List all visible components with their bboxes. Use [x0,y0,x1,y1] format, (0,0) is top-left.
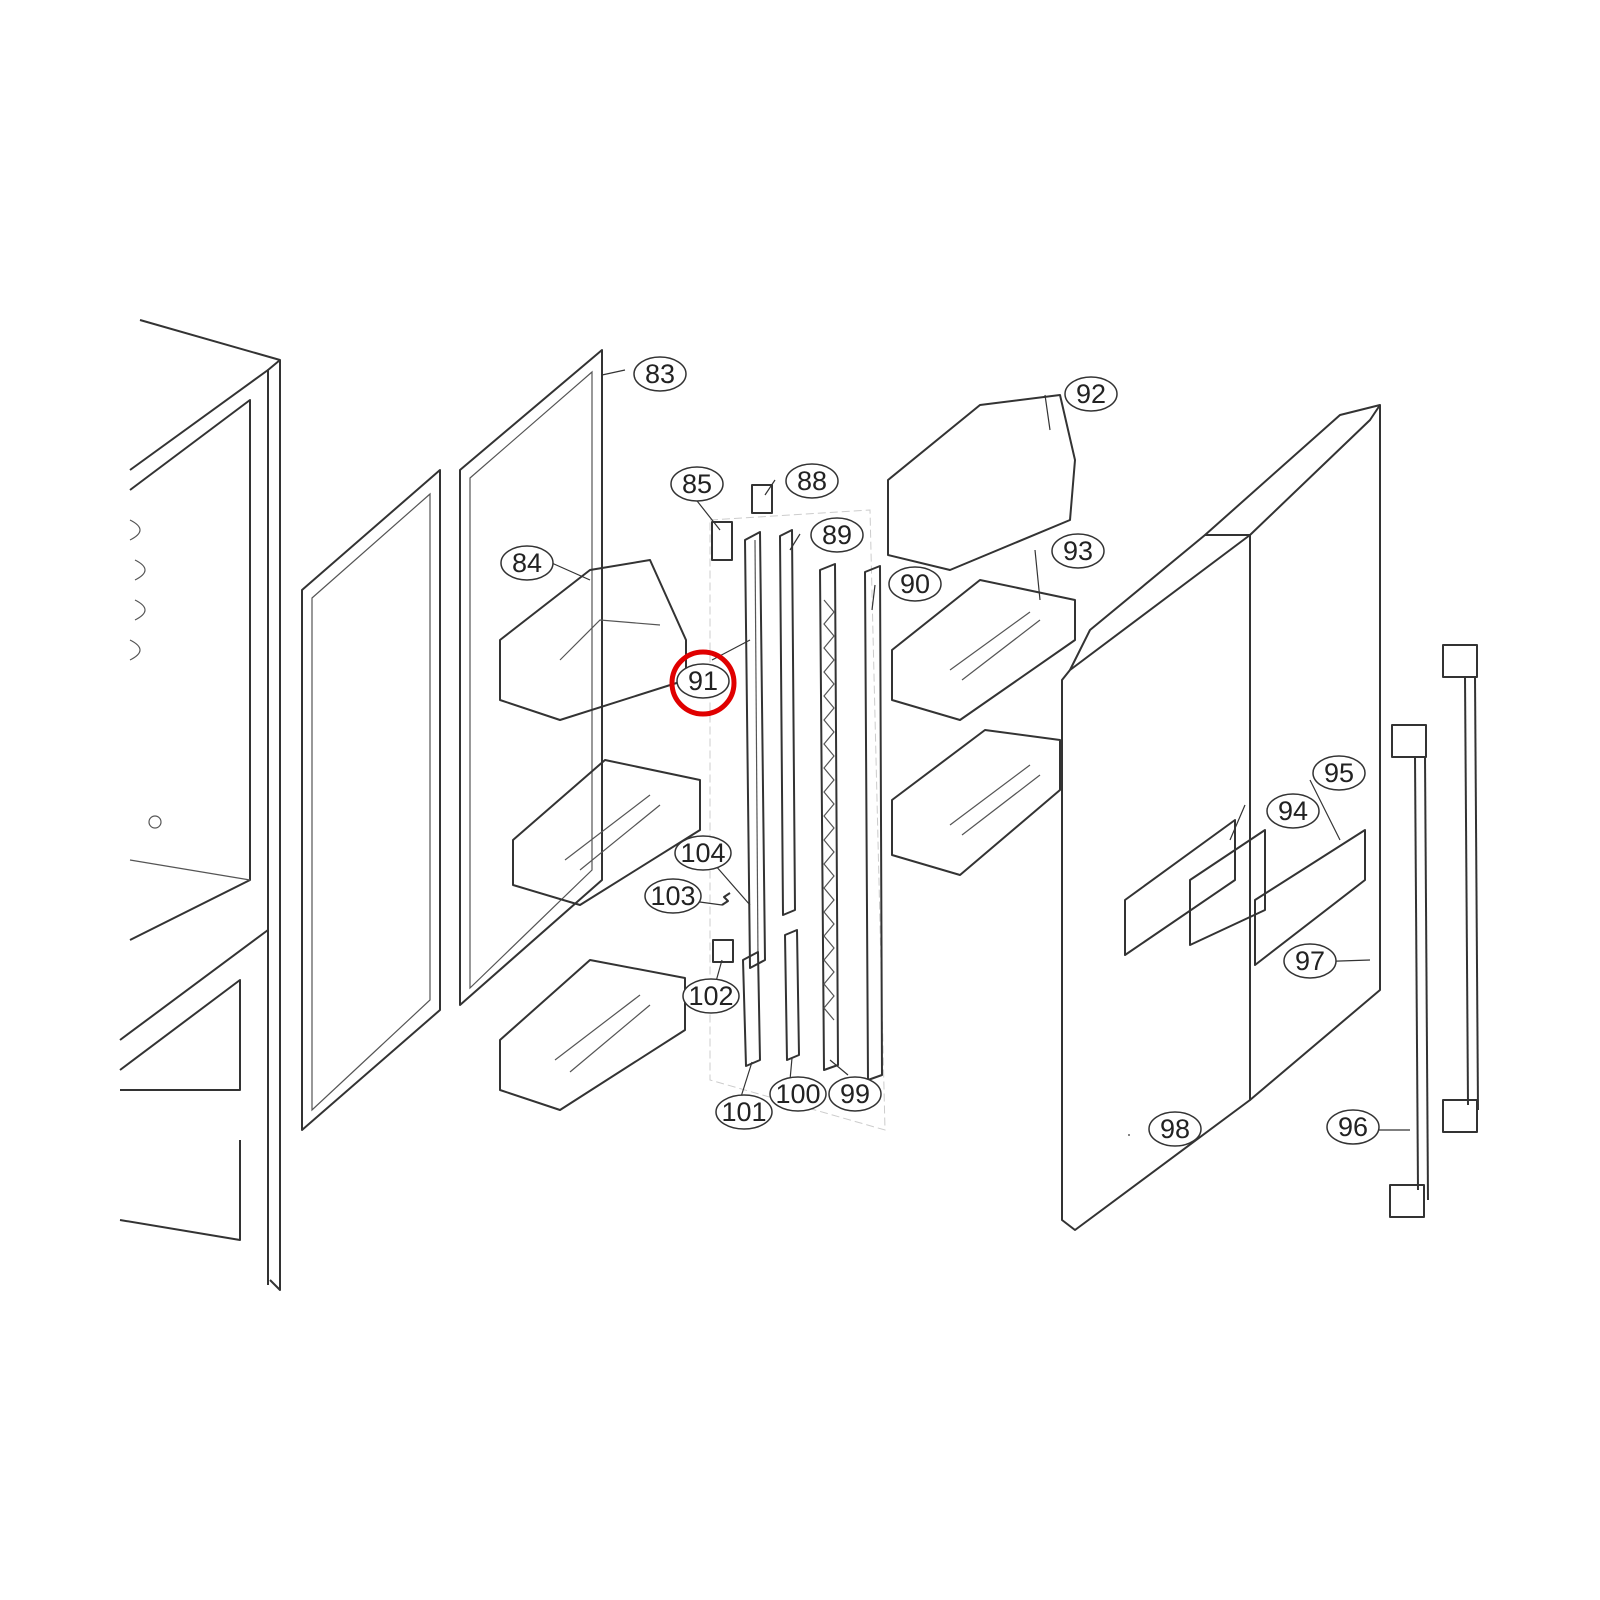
recess-frame [1124,819,1236,956]
heater-99 [819,563,839,1071]
callout-100[interactable]: 100 [769,1076,827,1112]
cap-88 [751,484,773,514]
callout-104[interactable]: 104 [674,835,732,871]
svg-text:100: 100 [775,1079,820,1109]
door-bin-93 [891,579,1076,721]
svg-text:99: 99 [840,1079,870,1109]
svg-text:93: 93 [1063,536,1093,566]
dispenser-94 [1189,829,1266,946]
door-gasket-83 [459,349,603,1006]
svg-text:94: 94 [1278,796,1308,826]
svg-text:89: 89 [822,520,852,550]
svg-text:97: 97 [1295,946,1325,976]
svg-text:103: 103 [650,881,695,911]
strip-90 [864,565,883,1081]
leader-lines [544,369,1410,1136]
lower-cover-100 [784,929,800,1061]
svg-text:96: 96 [1338,1112,1368,1142]
callout-90[interactable]: 90 [888,566,942,602]
door-bin-middle-left [512,759,701,906]
callout-102[interactable]: 102 [682,978,740,1014]
mullion-cover-89 [779,529,796,916]
svg-text:83: 83 [645,359,675,389]
svg-text:98: 98 [1160,1114,1190,1144]
door-bin-84 [499,559,687,721]
door-bin-lower-left [499,959,686,1111]
svg-text:91: 91 [688,666,718,696]
callout-92[interactable]: 92 [1064,376,1118,412]
callout-89[interactable]: 89 [810,517,864,553]
callout-83[interactable]: 83 [633,356,687,392]
callout-96[interactable]: 96 [1326,1109,1380,1145]
callout-94[interactable]: 94 [1266,793,1320,829]
svg-text:95: 95 [1324,758,1354,788]
mullion-housing-91 [744,531,766,969]
svg-text:90: 90 [900,569,930,599]
hinge-bracket-85 [711,521,733,561]
lower-housing-101 [742,951,761,1067]
door-bin-92 [887,394,1076,571]
callout-99[interactable]: 99 [828,1076,882,1112]
svg-text:104: 104 [680,838,725,868]
door-97 [1204,404,1381,1101]
handle-96 [1389,644,1479,1218]
svg-text:101: 101 [721,1097,766,1127]
svg-text:92: 92 [1076,379,1106,409]
callout-103[interactable]: 103 [644,878,702,914]
svg-text:88: 88 [797,466,827,496]
bracket-102 [712,939,734,963]
callout-91[interactable]: 91 [676,663,730,699]
callout-101[interactable]: 101 [715,1094,773,1130]
callout-88[interactable]: 88 [785,463,839,499]
callout-95[interactable]: 95 [1312,755,1366,791]
callout-84[interactable]: 84 [500,545,554,581]
callout-97[interactable]: 97 [1283,943,1337,979]
spring-103 [721,892,731,906]
callout-85[interactable]: 85 [670,466,724,502]
door-bin-lower-right [891,729,1061,876]
door-gasket-left [301,469,441,1131]
refrigerator-cabinet [119,319,281,1291]
callout-98[interactable]: 98 [1148,1111,1202,1147]
display-panel-95 [1254,829,1366,966]
highlight-circle [669,649,737,717]
svg-text:85: 85 [682,469,712,499]
callout-93[interactable]: 93 [1051,533,1105,569]
svg-text:102: 102 [688,981,733,1011]
svg-text:84: 84 [512,548,542,578]
